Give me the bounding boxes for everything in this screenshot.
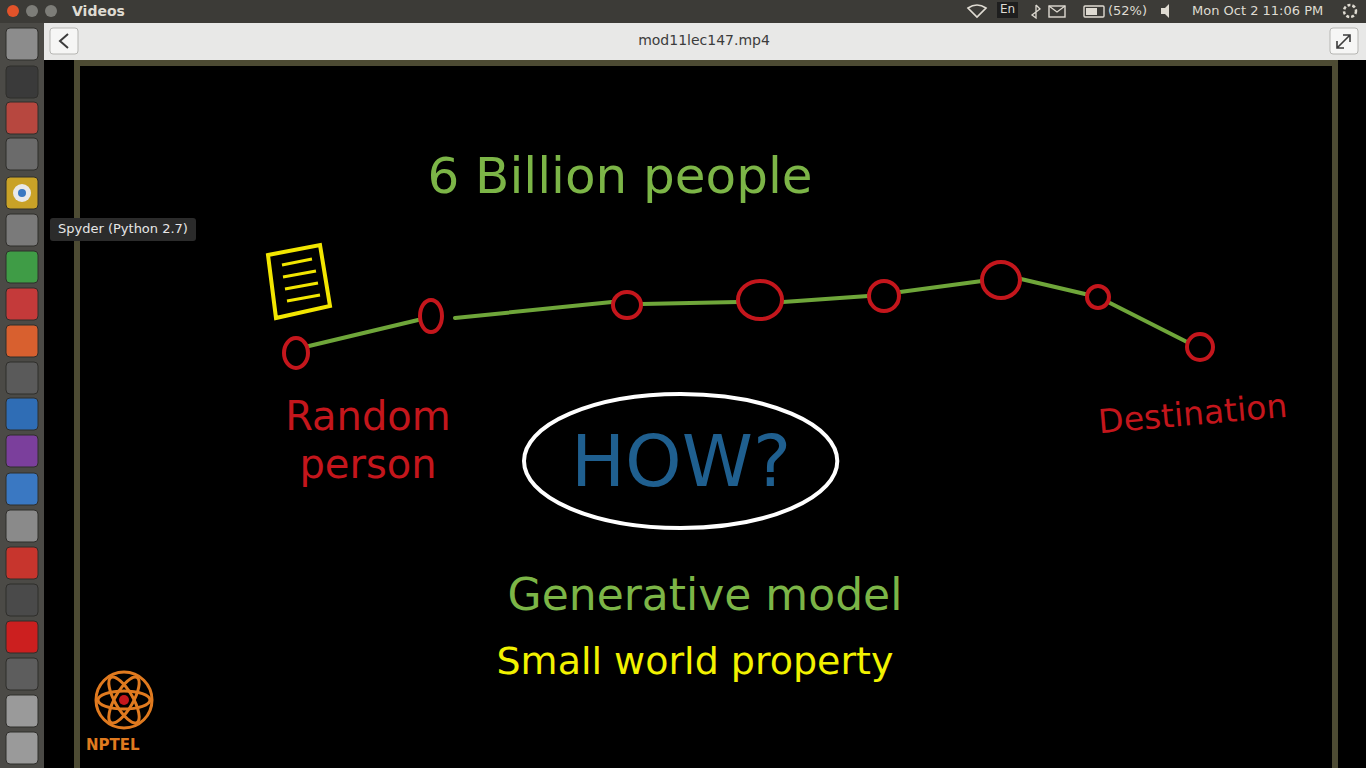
ellipse-shape xyxy=(524,394,837,528)
battery-percent: (52%) xyxy=(1108,4,1147,19)
node-body: HOW? xyxy=(521,391,840,531)
clock: Mon Oct 2 11:06 PM xyxy=(1192,4,1323,19)
tooltip: Spyder (Python 2.7) xyxy=(50,218,196,241)
property-label: Small world property xyxy=(420,640,970,684)
slide-title: 6 Billion people xyxy=(400,148,840,206)
file-name: mod11lec147.mp4 xyxy=(554,32,854,48)
question-ellipse: HOW? xyxy=(521,391,840,531)
node-text: HOW? xyxy=(571,419,791,503)
window-title: Videos xyxy=(72,3,125,19)
keyboard-layout: En xyxy=(997,2,1018,18)
chain-start-label: Random person xyxy=(268,392,468,488)
logo-text: NPTEL xyxy=(86,737,140,754)
model-label: Generative model xyxy=(440,570,970,621)
